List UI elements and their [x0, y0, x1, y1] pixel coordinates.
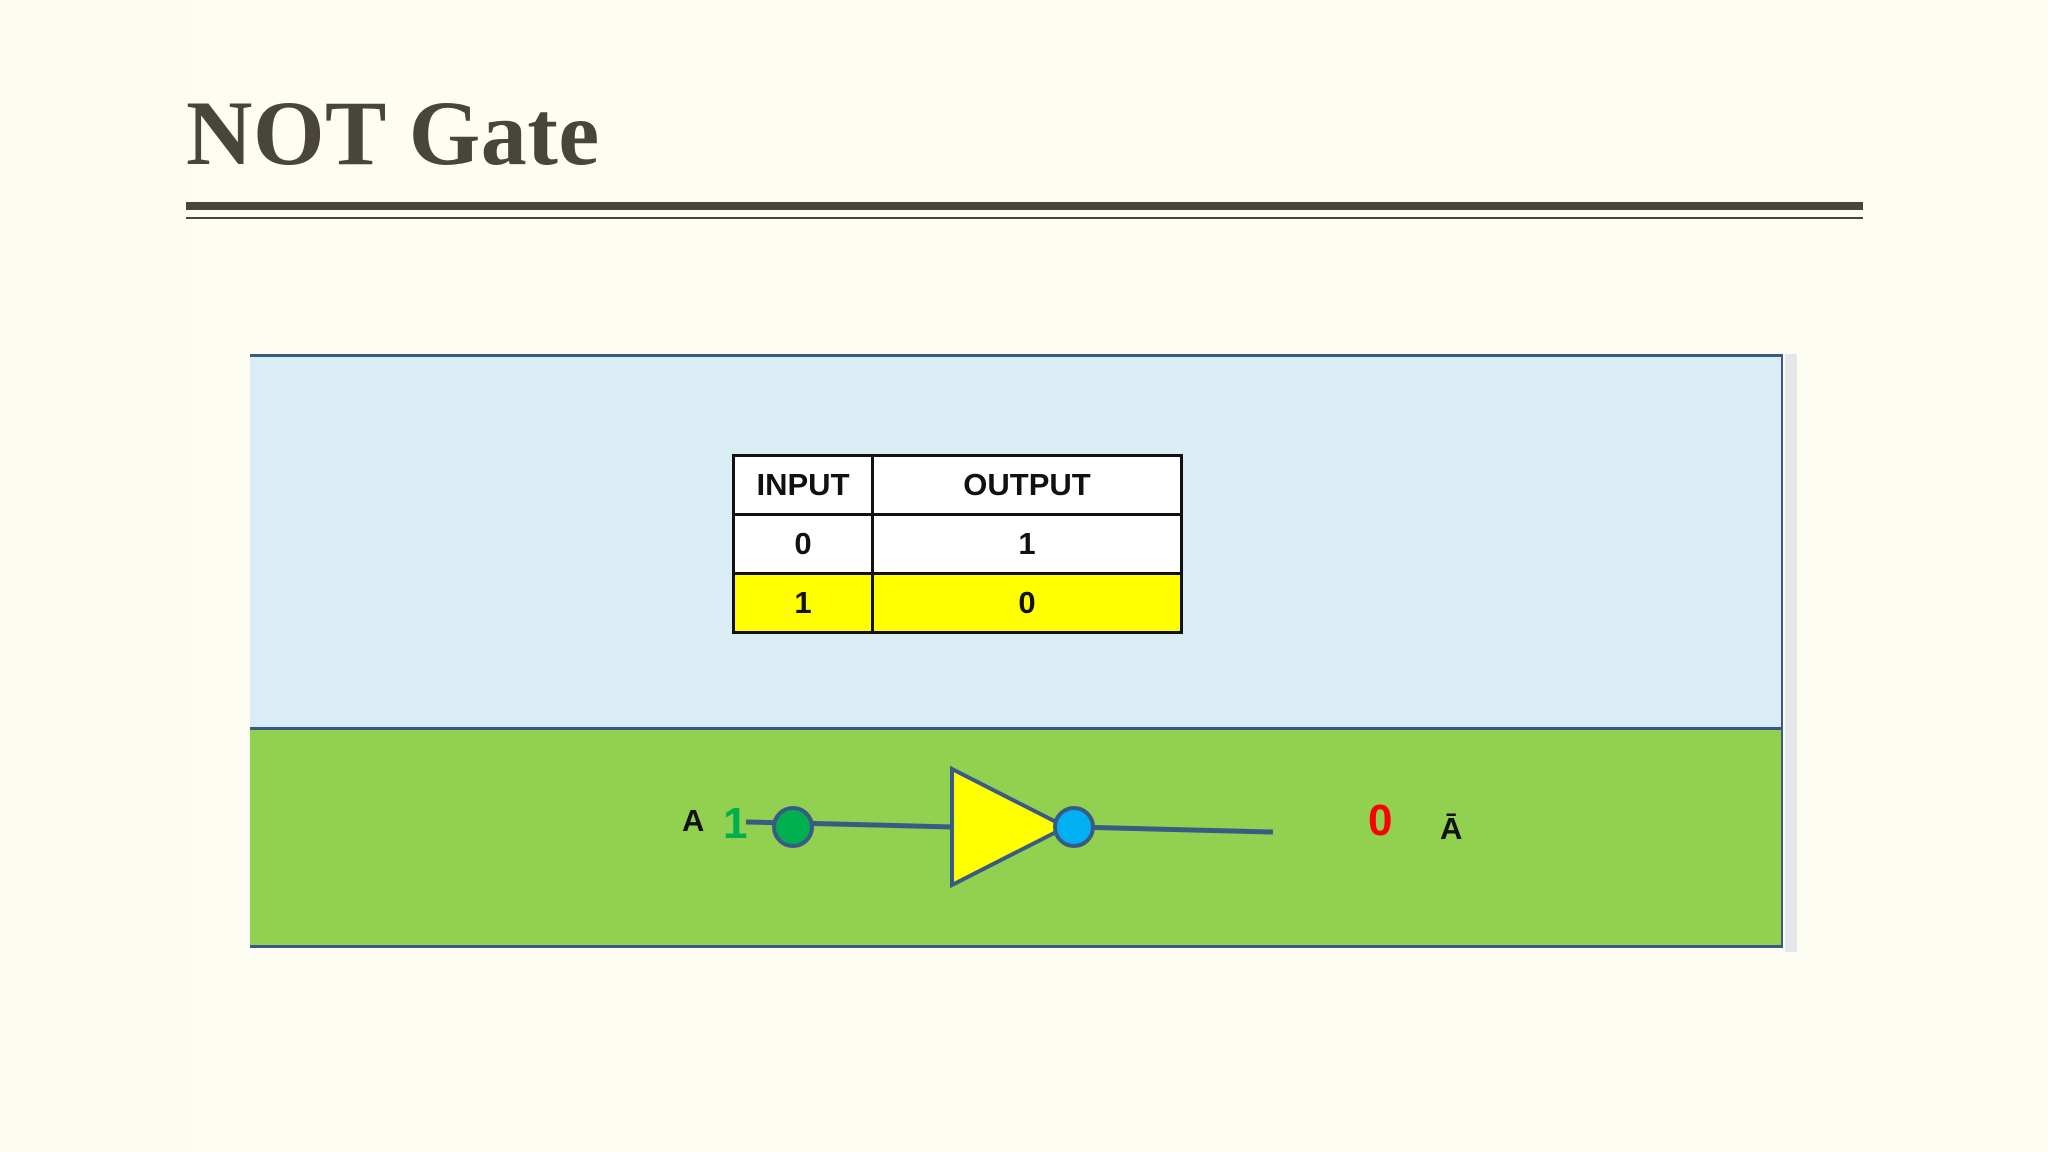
input-wire: [792, 820, 954, 830]
left-margin-strip: [0, 0, 196, 1152]
output-value: 0: [1368, 796, 1392, 845]
not-gate-figure: INPUT OUTPUT 0 1 1 0 A 1 0 Ā: [250, 354, 1797, 952]
title-rule-thick: [186, 202, 1863, 210]
slide-title: NOT Gate: [186, 82, 600, 184]
header-output: OUTPUT: [871, 454, 1183, 516]
title-rule-thin: [186, 217, 1863, 219]
cell-output: 1: [871, 513, 1183, 575]
output-wire: [1074, 824, 1274, 835]
truth-table-row: 0 1: [732, 513, 1183, 575]
truth-table-header-row: INPUT OUTPUT: [732, 454, 1183, 516]
cell-output: 0: [871, 572, 1183, 634]
cell-input: 0: [732, 513, 874, 575]
inversion-bubble: [1053, 806, 1095, 848]
not-gate-circuit: A 1 0 Ā: [682, 765, 1462, 889]
cell-input: 1: [732, 572, 874, 634]
truth-table: INPUT OUTPUT 0 1 1 0: [732, 454, 1183, 634]
not-gate-triangle-icon: [950, 765, 1071, 889]
input-value: 1: [723, 799, 747, 848]
header-input: INPUT: [732, 454, 874, 516]
figure-shadow: [1785, 354, 1797, 952]
truth-table-panel: INPUT OUTPUT 0 1 1 0: [250, 354, 1783, 727]
input-node: [772, 806, 814, 848]
output-label: Ā: [1440, 811, 1462, 846]
input-label: A: [682, 803, 704, 838]
truth-table-row-highlighted: 1 0: [732, 572, 1183, 634]
